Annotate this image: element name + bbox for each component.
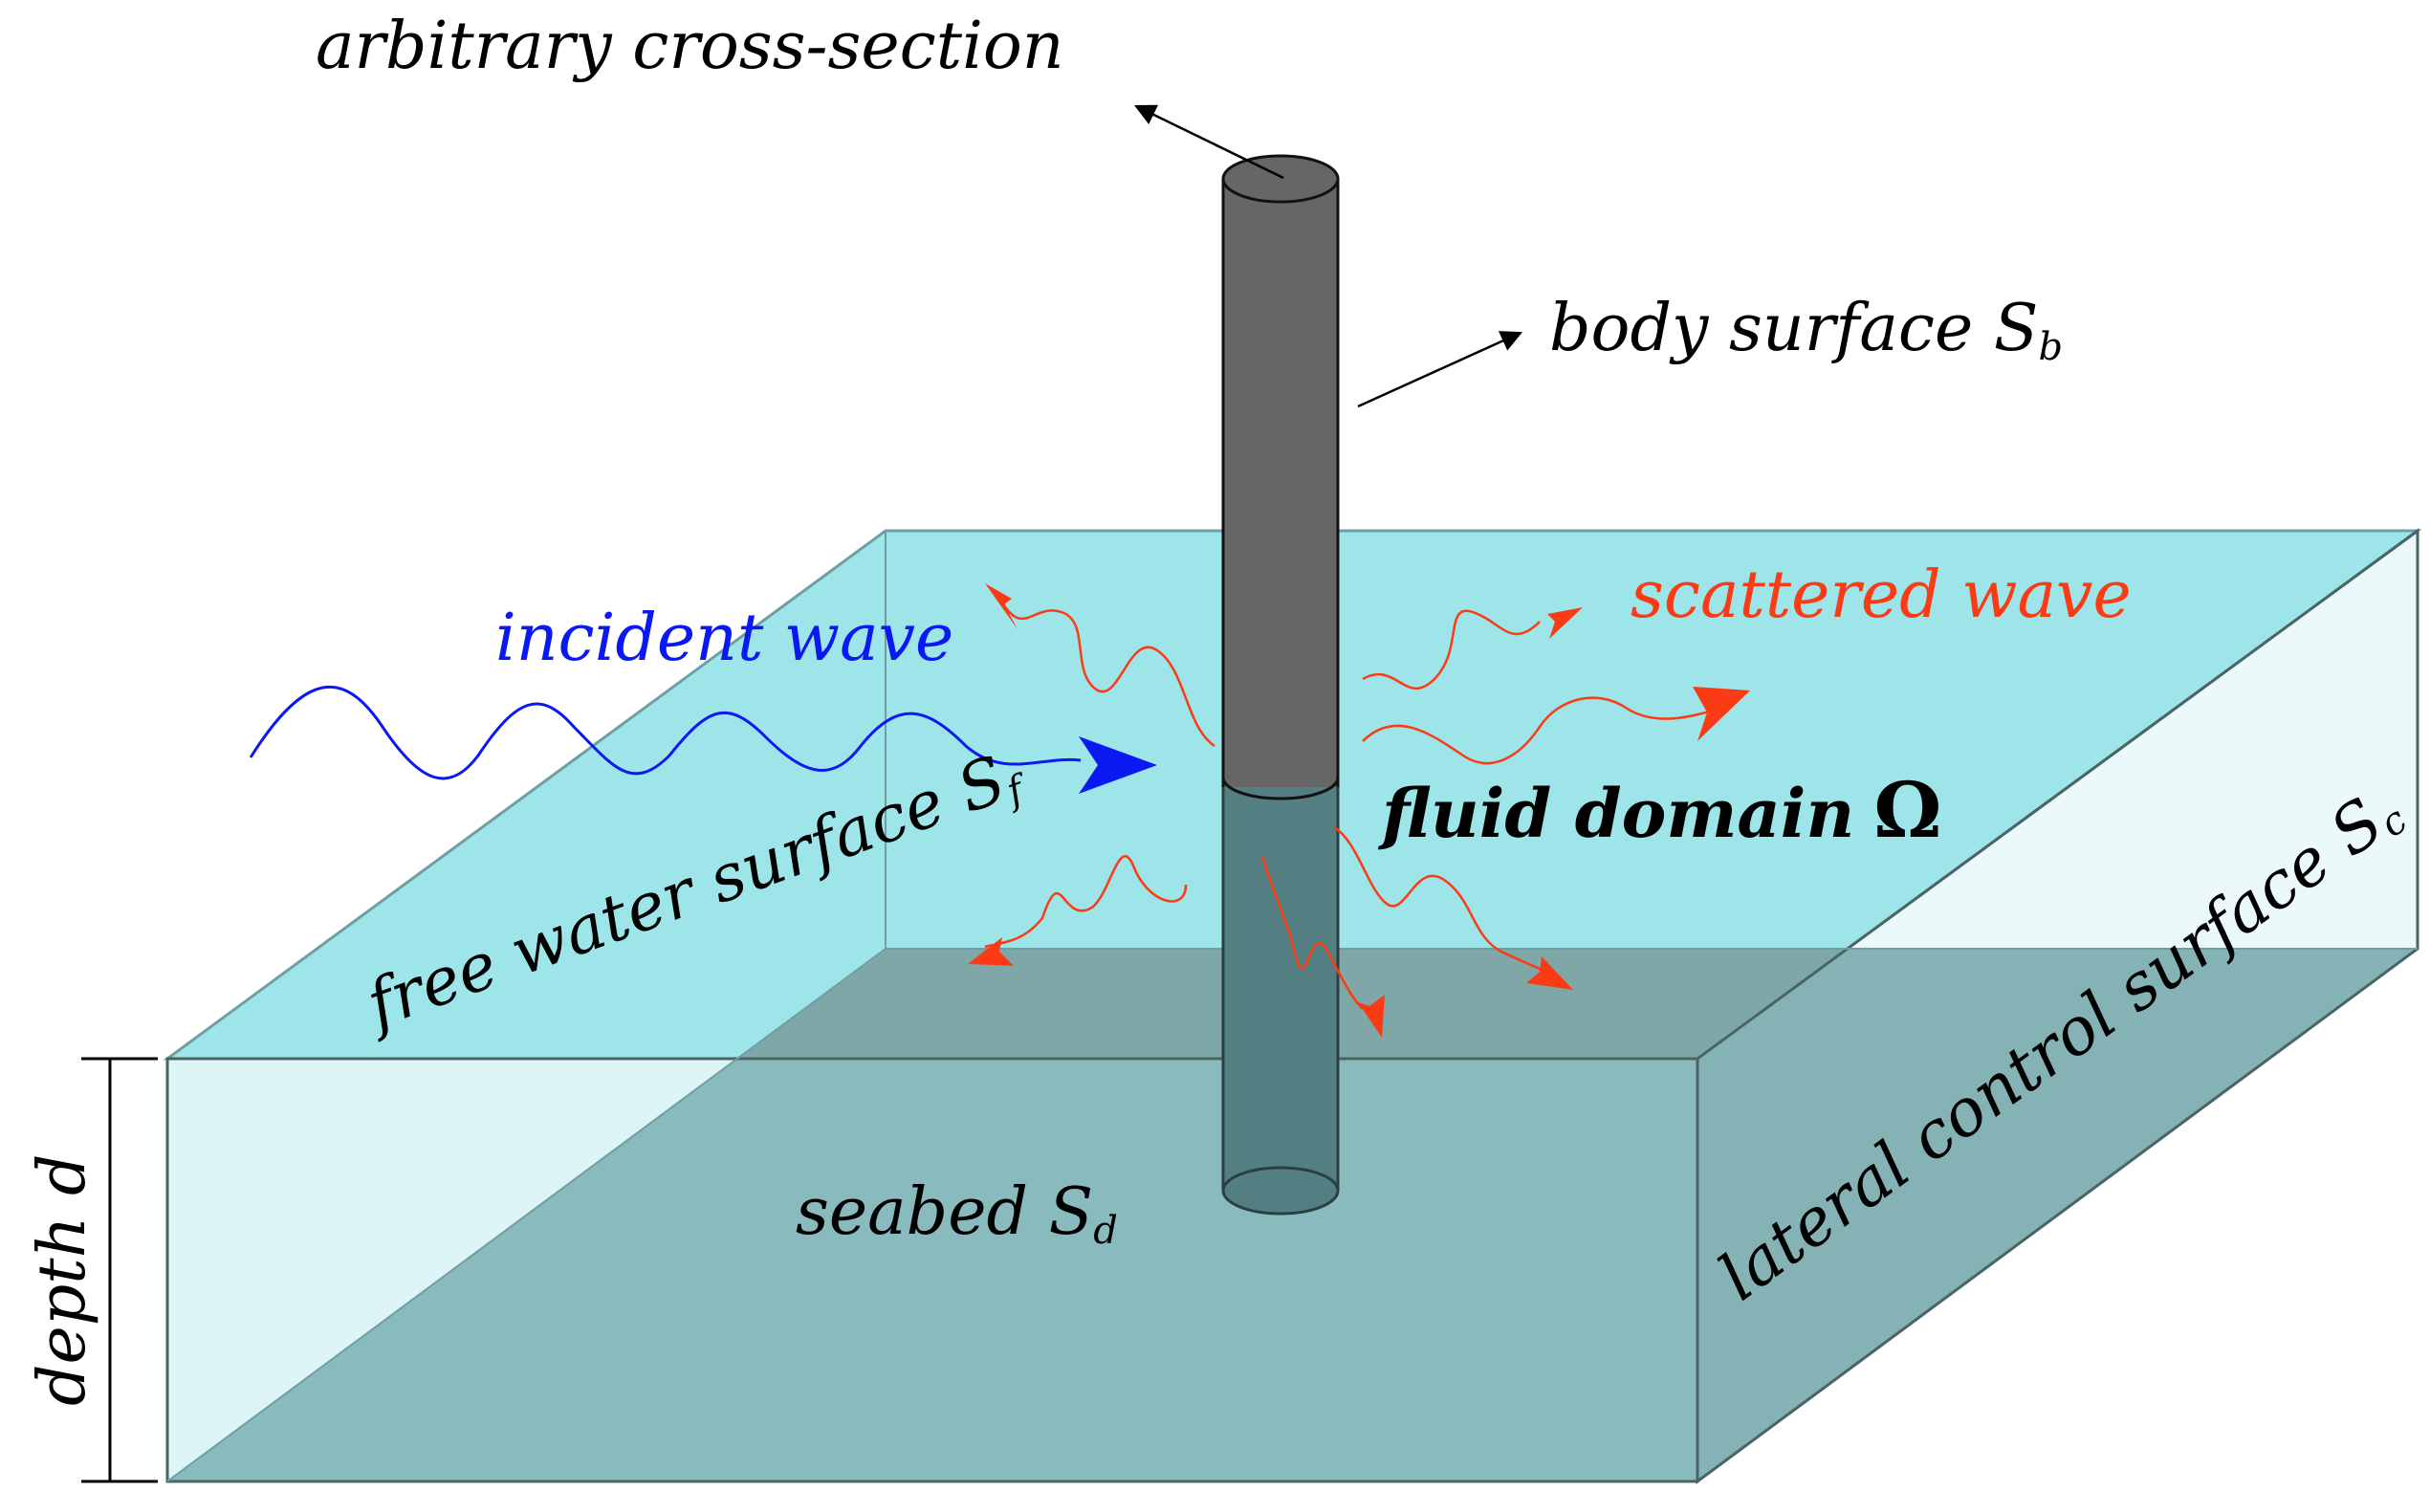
scattered-arrowhead-upper-right-small [1547, 607, 1583, 639]
scattered-wave-upper-right-1 [1362, 609, 1541, 690]
cylinder-waterline [1221, 777, 1340, 800]
scattered-arrowhead-lower-left [968, 937, 1014, 966]
cylinder-bottom-ellipse [1221, 1166, 1340, 1216]
incident-wave-arrowhead [1079, 736, 1157, 794]
scattered-wave-label: scattered wave [1631, 558, 2132, 633]
scattered-wave-arrowheads [968, 583, 1750, 1038]
cylinder-top-ellipse [1221, 154, 1340, 204]
scattered-arrowhead-upper-right-large [1693, 687, 1750, 741]
depth-label: depth d [25, 1153, 100, 1406]
scattered-arrowhead-lower-middle [1358, 995, 1385, 1038]
cylinder-above-water [1223, 179, 1338, 787]
scattered-wave-upper-left [997, 597, 1215, 748]
cross-section-pointer-arrow [1133, 104, 1284, 180]
incident-wave-curve [249, 685, 1082, 780]
body-surface-pointer-arrow [1357, 331, 1523, 408]
depth-dimension-bracket [81, 1057, 158, 1483]
back-left-bottom-edge [166, 948, 887, 1482]
cylinder-submerged [1223, 787, 1338, 1191]
incident-wave-label: incident wave [495, 601, 953, 676]
scattered-wave-lower-left [984, 855, 1188, 949]
scattered-arrowhead-upper-left [985, 583, 1018, 629]
scattered-wave-lower-middle [1260, 855, 1364, 1010]
seabed-label: seabed Sd [796, 1174, 1118, 1253]
scattered-wave-lower-right [1333, 825, 1550, 975]
scattered-wave-upper-right-2 [1362, 696, 1722, 765]
body-surface-label: body surface Sb [1549, 291, 2063, 369]
seabed-face [167, 949, 2418, 1481]
scattered-arrowhead-lower-right [1526, 956, 1573, 990]
front-lateral-face [165, 1057, 1699, 1483]
scattered-waves [984, 597, 1722, 1010]
cross-section-label: arbitrary cross-section [316, 9, 1064, 84]
